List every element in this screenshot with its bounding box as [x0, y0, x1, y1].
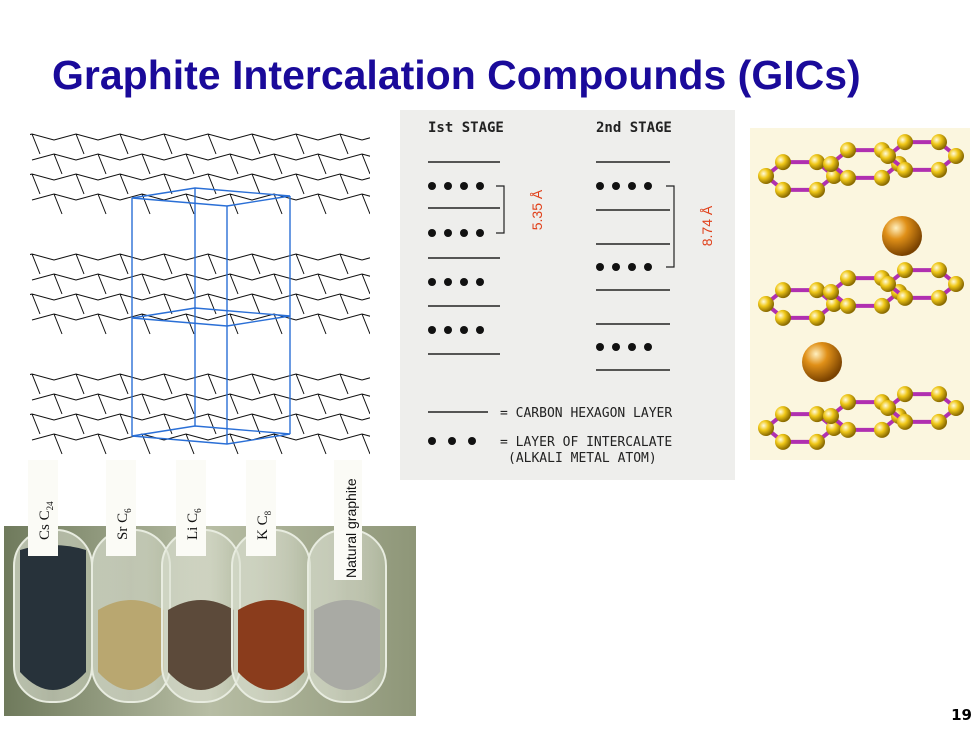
sample-tube: K C8 — [231, 460, 311, 703]
carbon-atom — [840, 270, 856, 287]
carbon-atom — [823, 156, 839, 172]
tube-label-card — [334, 460, 362, 580]
sample-powder — [238, 600, 304, 690]
carbon-atom — [758, 420, 774, 436]
carbon-atom — [880, 148, 896, 164]
carbon-atom — [931, 413, 947, 430]
sample-tube: Cs C24 — [13, 460, 93, 703]
carbon-atom — [897, 386, 913, 403]
carbon-ring-layer — [758, 134, 964, 198]
carbon-atom — [874, 421, 890, 438]
carbon-atom — [840, 142, 856, 159]
carbon-atom — [758, 168, 774, 184]
stage-1-label: Ist STAGE — [428, 120, 504, 136]
tube-formula: Sr C6 — [115, 508, 133, 540]
carbon-atom — [897, 161, 913, 178]
stage-2-stack — [596, 161, 670, 371]
carbon-atom — [840, 394, 856, 411]
staging-diagram: Ist STAGE 2nd STAGE 5.35 Å 8.74 Å = CARB… — [400, 110, 735, 480]
carbon-atom — [931, 386, 947, 403]
stage-2-intercalate-dots — [596, 182, 652, 351]
carbon-atom — [775, 309, 791, 326]
tube-formula: K C8 — [255, 510, 273, 540]
sample-tubes: Cs C24 Sr C6 Li C6 K C8 — [13, 460, 387, 703]
sample-powder — [314, 600, 380, 690]
stage-1-spacing: 5.35 Å — [529, 189, 545, 230]
carbon-atom — [948, 276, 964, 292]
carbon-atom — [809, 406, 825, 423]
carbon-ring-layer — [758, 386, 964, 450]
tube-formula: Li C6 — [185, 508, 203, 540]
carbon-atom — [840, 169, 856, 186]
hexagon-layers — [30, 133, 370, 455]
carbon-atom — [897, 134, 913, 151]
carbon-atom — [931, 161, 947, 178]
tube-formula: Cs C24 — [37, 501, 55, 540]
slide-number: 19 — [951, 706, 972, 724]
carbon-atom — [931, 134, 947, 151]
sample-tube: Li C6 — [161, 460, 241, 703]
carbon-atom — [809, 154, 825, 171]
carbon-ring-layers — [758, 134, 964, 450]
carbon-atom — [948, 148, 964, 164]
carbon-atom — [874, 297, 890, 314]
tube-label-card — [246, 460, 276, 556]
legend-alkali-atom: (ALKALI METAL ATOM) — [508, 451, 657, 466]
carbon-atom — [809, 181, 825, 198]
carbon-atom — [931, 262, 947, 279]
alkali-atom-bottom — [802, 342, 842, 382]
carbon-atom — [775, 406, 791, 423]
stage-1-bracket — [496, 185, 505, 234]
sample-tube: Sr C6 — [91, 460, 171, 703]
carbon-atom — [809, 433, 825, 450]
carbon-atom — [809, 282, 825, 299]
natural-graphite-label: Natural graphite — [343, 478, 359, 578]
carbon-atom — [880, 276, 896, 292]
graphite-lattice-diagram — [30, 133, 370, 455]
sample-powder — [20, 545, 86, 690]
carbon-atom — [775, 154, 791, 171]
stage-2-spacing: 8.74 Å — [699, 205, 715, 246]
carbon-atom — [931, 289, 947, 306]
unit-cell-outline — [131, 187, 291, 445]
legend-intercalate-layer: = LAYER OF INTERCALATE — [500, 435, 672, 450]
carbon-atom — [840, 421, 856, 438]
carbon-atom — [809, 309, 825, 326]
graphite-sheet — [30, 253, 370, 335]
carbon-atom — [948, 400, 964, 416]
carbon-atom — [775, 433, 791, 450]
stage-1-stack — [428, 161, 500, 355]
graphite-sheet — [30, 373, 370, 455]
graphite-sheet — [30, 133, 370, 215]
carbon-atom — [823, 408, 839, 424]
slide-title: Graphite Intercalation Compounds (GICs) — [52, 52, 861, 98]
carbon-atom — [758, 296, 774, 312]
legend-carbon-layer: = CARBON HEXAGON LAYER — [500, 406, 672, 421]
tube-label-card — [176, 460, 206, 556]
carbon-atom — [840, 297, 856, 314]
carbon-atom — [775, 282, 791, 299]
tube-label-card — [106, 460, 136, 556]
alkali-atom-top — [882, 216, 922, 256]
stage-2-label: 2nd STAGE — [596, 120, 672, 136]
sample-tube — [307, 460, 387, 703]
sample-powder — [98, 600, 164, 690]
stage-2-bracket — [666, 185, 675, 268]
carbon-atom — [823, 284, 839, 300]
carbon-atom — [897, 413, 913, 430]
carbon-atom — [775, 181, 791, 198]
legend-dots-swatch — [428, 437, 476, 445]
carbon-atom — [880, 400, 896, 416]
stage-1-intercalate-dots — [428, 182, 484, 334]
ball-and-stick-model — [750, 128, 970, 460]
carbon-atom — [897, 289, 913, 306]
carbon-atom — [897, 262, 913, 279]
carbon-ring-layer — [758, 262, 964, 326]
sample-powder — [168, 600, 234, 690]
tube-label-card — [28, 460, 58, 556]
carbon-atom — [874, 169, 890, 186]
sample-tubes-photo: Cs C24 Sr C6 Li C6 K C8 Natural graphite — [4, 460, 416, 716]
